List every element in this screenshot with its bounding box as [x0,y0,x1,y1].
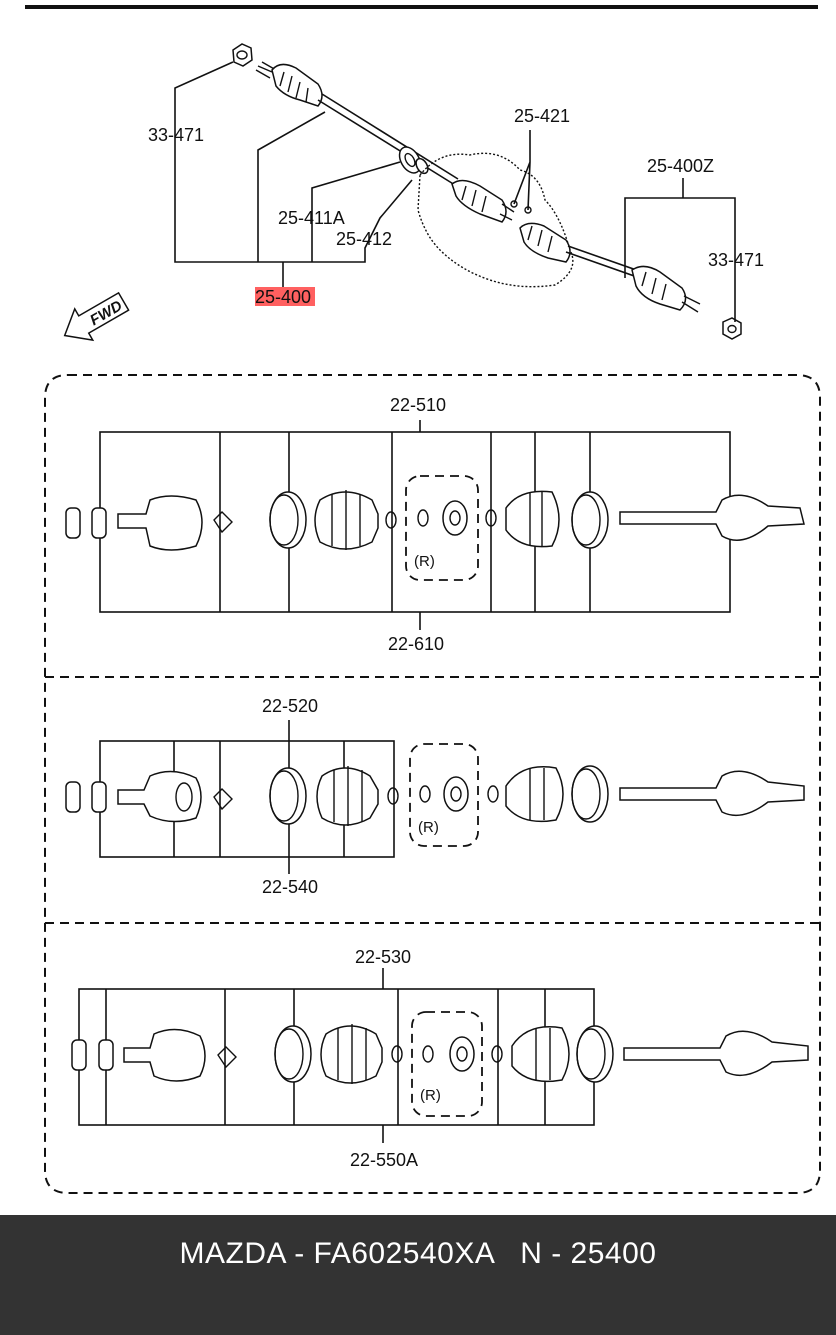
callout-nut-right: 33-471 [708,250,764,270]
repair-kit-frame [411,1011,483,1117]
snap-ring-icon [485,509,497,527]
repair-kit-frame [405,475,479,581]
right-shaft [565,251,641,279]
clip-icon [213,788,233,811]
inner-cv-joint-icon [451,179,515,223]
variant-1-top-label: 22-510 [390,395,446,415]
fwd-arrow-icon: FWD [63,291,130,342]
boot-icon [511,1026,570,1083]
variant-1-r-mark: (R) [414,553,435,570]
main-shaft [317,99,456,186]
outer-race-icon [117,770,202,823]
variant-3-r-mark: (R) [420,1087,441,1104]
variant-1: 22-510 22-610 (R) [65,395,805,654]
snap-ring-icon [419,785,431,803]
outer-race-icon [123,1028,206,1082]
grease-tube-icon [71,1039,87,1071]
variant-2-r-mark: (R) [418,819,439,836]
snap-ring-icon [391,1045,403,1063]
callout-boot-band: 25-412 [336,229,392,249]
grease-tube-icon [98,1039,114,1071]
repair-kit-frame [409,743,479,847]
footer-bar: MAZDA - FA602540XA N - 25400 [0,1215,836,1335]
right-outer-joint-icon [631,265,701,313]
grease-tube-icon [91,781,107,813]
variant-3: 22-530 22-550A (R) [71,947,809,1170]
drive-shaft-icon [619,770,805,817]
callout-shaft-assembly: 25-400 [255,287,311,307]
grease-tube-icon [65,781,81,813]
callout-boot-set: 25-411A [278,208,345,228]
right-nut-icon [722,317,742,340]
variants-frame [44,374,821,1194]
drive-shaft-assembly: 33-471 25-400 25-411A 25-412 25-421 25-4… [63,43,764,342]
snap-ring-icon [487,785,499,803]
boot-band-icon [269,491,307,549]
boot-band-icon [571,491,609,549]
drive-shaft-icon [623,1030,809,1077]
grease-tube-icon [91,507,107,539]
spider-bearing-icon [443,776,469,812]
boot-icon [505,766,564,823]
part-number-caption: MAZDA - FA602540XA N - 25400 [179,1237,657,1270]
boot-band-icon [269,767,307,825]
variant-2-bottom-label: 22-540 [262,877,318,897]
snap-ring-icon [491,1045,503,1063]
clip-icon [213,511,233,534]
left-nut-icon [232,43,253,67]
outer-race-icon [117,495,203,551]
callout-clip: 25-421 [514,106,570,126]
outer-cv-joint-icon [271,63,323,107]
boot-band-icon [571,765,609,823]
variant-2-top-label: 22-520 [262,696,318,716]
snap-ring-icon [422,1045,434,1063]
snap-ring-icon [385,511,397,529]
shaft-assembly-highlight [255,287,315,306]
drive-shaft-icon [619,494,805,541]
right-inner-joint-icon [519,222,571,263]
grease-tube-icon [65,507,81,539]
snap-ring-icon [387,787,399,805]
boot-icon [505,490,560,548]
clip-icon [217,1046,237,1069]
variant-3-top-label: 22-530 [355,947,411,967]
variant-2: 22-520 22-540 (R) [65,696,805,897]
boot-band-icon [576,1025,614,1083]
callout-shaft-right: 25-400Z [647,156,714,176]
spider-bearing-icon [442,500,468,536]
snap-ring-icon [417,509,429,527]
spider-bearing-icon [449,1036,475,1072]
parts-diagram: 33-471 25-400 25-411A 25-412 25-421 25-4… [25,5,821,1194]
callout-nut-left: 33-471 [148,125,204,145]
boot-band-ring-icon [398,146,429,175]
variant-3-bottom-label: 22-550A [350,1150,418,1170]
variant-1-bottom-label: 22-610 [388,634,444,654]
boot-band-icon [274,1025,312,1083]
